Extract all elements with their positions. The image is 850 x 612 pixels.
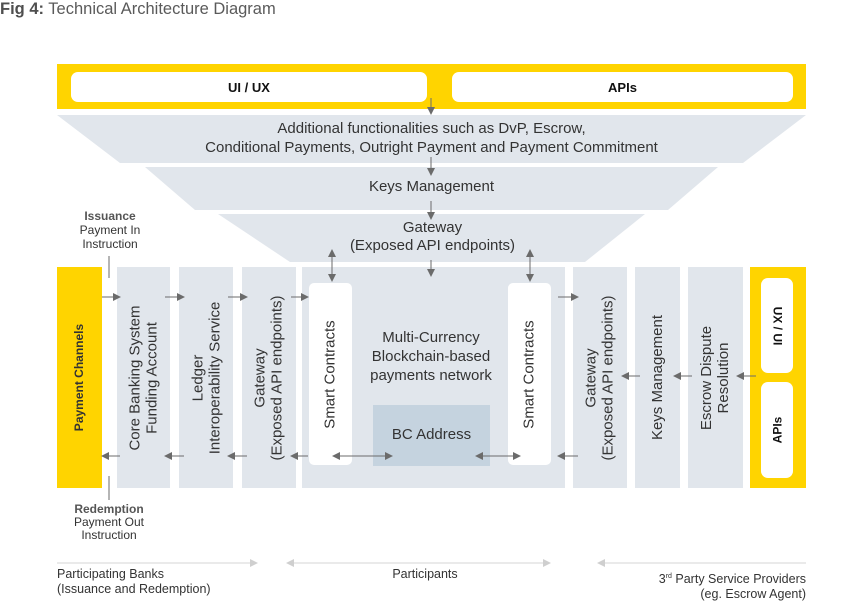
issuance-line2: Instruction	[82, 237, 138, 251]
issuance-title: Issuance	[84, 209, 136, 223]
funnel-layer-keys-management	[145, 167, 718, 210]
keys-management-column	[635, 267, 680, 488]
apis-label: APIs	[608, 79, 637, 95]
redemption-title: Redemption	[74, 502, 144, 516]
right-gateway-label: Gateway(Exposed API endpoints)	[573, 267, 627, 488]
left-gateway-line1: Gateway	[252, 347, 270, 408]
gateway-layer-line2: (Exposed API endpoints)	[349, 237, 516, 254]
funnel-layer-gateway	[218, 214, 645, 262]
ui-ux-box: UI / UX	[71, 72, 427, 102]
smart-contracts-left-label: Smart Contracts	[309, 283, 352, 465]
footer-participants-label: Participants	[392, 567, 458, 581]
gateway-layer-label: Gateway (Exposed API endpoints)	[290, 219, 575, 255]
right-gateway-column	[573, 267, 627, 488]
footer-3rd-prefix: 3	[658, 572, 666, 587]
keys-management-column-text: Keys Management	[649, 314, 667, 441]
keys-management-layer-label: Keys Management	[368, 178, 495, 195]
footer-3rd-party-line2: (eg. Escrow Agent)	[700, 587, 806, 602]
apis-box: APIs	[452, 72, 793, 102]
network-line2: Blockchain-based	[371, 348, 491, 365]
right-apis-box: APIs	[761, 382, 793, 478]
right-gateway-line2: (Exposed API endpoints)	[600, 294, 618, 461]
escrow-column	[688, 267, 743, 488]
footer-banks-line2: (Issuance and Redemption)	[57, 582, 211, 596]
footer-3rd-sup: rd	[665, 573, 672, 580]
core-banking-line1: Core Banking System	[126, 304, 144, 451]
payment-channels-column	[57, 267, 102, 488]
redemption-line2: Instruction	[81, 528, 137, 542]
functionalities-line1: Additional functionalities such as DvP, …	[277, 120, 586, 137]
footer-3rd-party-line1: 3rd Party Service Providers	[659, 569, 806, 587]
footer-banks-label: Participating Banks (Issuance and Redemp…	[57, 567, 211, 597]
smart-contracts-right-label: Smart Contracts	[508, 283, 551, 465]
footer-3rd-text: Party Service Providers	[671, 572, 806, 587]
redemption-label: Redemption Payment Out Instruction	[64, 503, 154, 542]
core-banking-line2: Funding Account	[143, 321, 161, 434]
redemption-line1: Payment Out	[73, 515, 145, 529]
ui-ux-label: UI / UX	[228, 79, 270, 95]
left-gateway-column	[242, 267, 296, 488]
left-gateway-line2: (Exposed API endpoints)	[269, 294, 287, 461]
issuance-label: Issuance Payment In Instruction	[70, 209, 150, 251]
payment-channels-label: Payment Channels	[57, 267, 102, 488]
figure-title: Fig 4: Technical Architecture Diagram	[0, 0, 850, 19]
keys-management-column-label: Keys Management	[635, 267, 680, 488]
network-line1: Multi-Currency	[382, 329, 480, 346]
functionalities-label: Additional functionalities such as DvP, …	[120, 119, 743, 157]
escrow-line2: Resolution	[715, 342, 733, 413]
network-label: Multi-Currency Blockchain-based payments…	[355, 328, 507, 385]
escrow-line1: Escrow Dispute	[698, 325, 716, 430]
payment-channels-text: Payment Channels	[72, 323, 86, 432]
issuance-line1: Payment In	[79, 223, 141, 237]
left-gateway-label: Gateway(Exposed API endpoints)	[242, 267, 296, 488]
ledger-line2: Interoperability Service	[206, 301, 224, 454]
figure-label: Fig 4:	[0, 0, 44, 18]
ux-ui-label: UX / UI	[770, 306, 785, 345]
figure-title-text: Technical Architecture Diagram	[48, 0, 276, 18]
right-apis-label: APIs	[770, 416, 784, 444]
functionalities-line2: Conditional Payments, Outright Payment a…	[205, 139, 658, 156]
ledger-column	[179, 267, 233, 488]
bc-address-label: BC Address	[391, 426, 472, 443]
funnel-layer-functionalities	[57, 115, 806, 163]
smart-contracts-right-box	[508, 283, 551, 465]
footer-banks-line1: Participating Banks	[57, 567, 165, 581]
ledger-line1: Ledger	[189, 354, 207, 401]
smart-contracts-left-box	[309, 283, 352, 465]
core-banking-column	[117, 267, 170, 488]
gateway-layer-line1: Gateway	[402, 219, 463, 236]
ux-ui-box: UX / UI	[761, 278, 793, 373]
smart-contracts-left-text: Smart Contracts	[322, 319, 339, 429]
footer-3rd-party-label: 3rd Party Service Providers (eg. Escrow …	[659, 569, 806, 602]
network-line3: payments network	[370, 367, 492, 384]
right-gateway-line1: Gateway	[583, 347, 601, 408]
smart-contracts-right-text: Smart Contracts	[521, 319, 538, 429]
